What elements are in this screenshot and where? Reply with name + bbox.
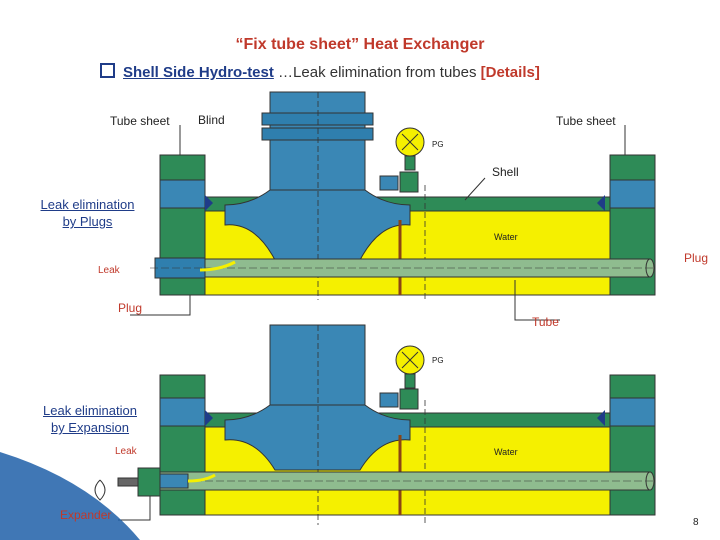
label-pg-top: PG bbox=[432, 140, 444, 149]
label-leak-expansion-line2: by Expansion bbox=[50, 420, 130, 435]
tube-sheet-right-bottom bbox=[609, 374, 656, 516]
label-expander: Expander bbox=[60, 508, 112, 522]
bottom-exchanger bbox=[94, 324, 656, 525]
label-tube-sheet-right: Tube sheet bbox=[556, 114, 616, 128]
expander-tool bbox=[137, 467, 161, 497]
tube-sheet-left-band-top bbox=[159, 179, 206, 209]
tube-sheet-left-bottom bbox=[159, 374, 206, 516]
nozzle-top bbox=[269, 91, 366, 203]
label-pg-bottom: PG bbox=[432, 356, 444, 365]
tube-sheet-right-band-top bbox=[609, 179, 656, 209]
subtitle-part-2: …Leak elimination from tubes bbox=[273, 64, 481, 81]
label-leak-expansion: Leak elimination by Expansion bbox=[30, 402, 150, 436]
subtitle-part-1: Shell Side Hydro-test bbox=[123, 64, 274, 81]
slide-title: “Fix tube sheet” Heat Exchanger bbox=[235, 36, 485, 53]
label-shell: Shell bbox=[492, 165, 519, 179]
label-water-bottom: Water bbox=[494, 447, 518, 457]
decorative-swoosh bbox=[0, 452, 140, 540]
label-water-top: Water bbox=[494, 232, 518, 242]
blind-flange-top-1 bbox=[261, 112, 374, 126]
label-tube: Tube bbox=[532, 315, 559, 329]
subtitle-details-link[interactable]: [Details] bbox=[480, 64, 540, 81]
label-blind: Blind bbox=[198, 113, 225, 127]
label-leak-bottom: Leak bbox=[115, 446, 137, 457]
label-leak-plugs: Leak elimination by Plugs bbox=[30, 196, 145, 230]
page-number: 8 bbox=[693, 517, 699, 528]
top-exchanger bbox=[130, 91, 656, 321]
nozzle-saddle-bottom bbox=[224, 404, 411, 471]
checkbox-bullet-icon bbox=[100, 63, 115, 78]
valve-top bbox=[379, 175, 399, 191]
label-leak-plugs-line2: by Plugs bbox=[62, 214, 113, 229]
label-leak-top: Leak bbox=[98, 265, 120, 276]
label-tube-sheet-left: Tube sheet bbox=[110, 114, 170, 128]
label-plug-right: Plug bbox=[684, 251, 709, 265]
marker-left-top bbox=[205, 195, 213, 211]
label-leak-plugs-line1: Leak elimination bbox=[40, 197, 135, 212]
nozzle-saddle-top bbox=[224, 189, 411, 261]
blind-flange-top-2 bbox=[261, 127, 374, 141]
slide-subtitle: Shell Side Hydro-test …Leak elimination … bbox=[100, 63, 540, 81]
label-plug-bottom: Plug bbox=[118, 301, 143, 315]
label-leak-expansion-line1: Leak elimination bbox=[43, 403, 137, 418]
marker-right-top bbox=[597, 195, 605, 211]
